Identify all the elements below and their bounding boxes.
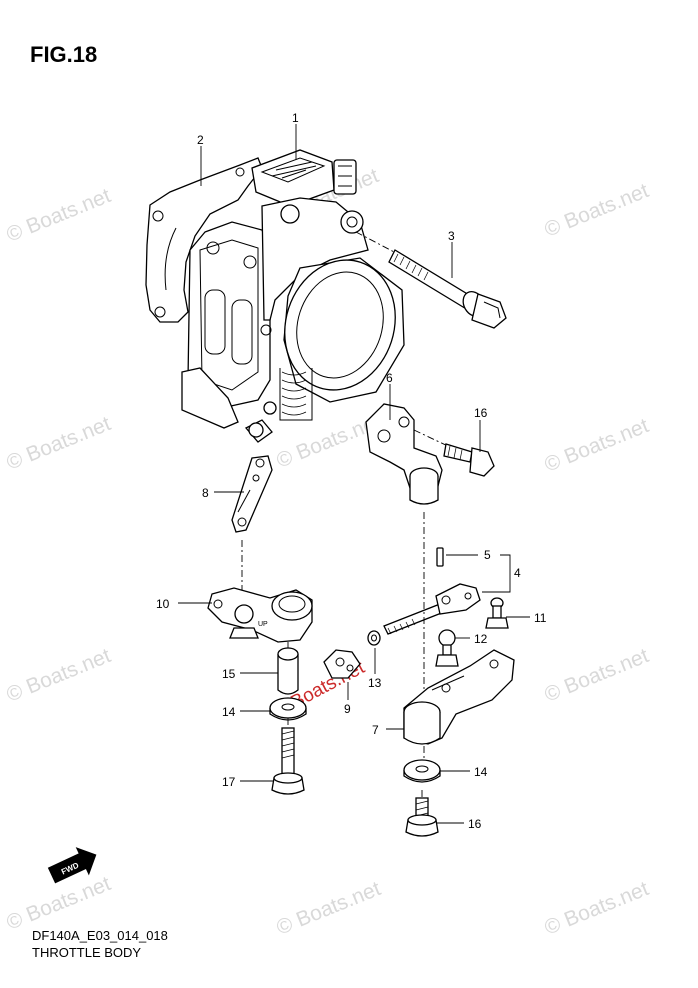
callout-13: 13 xyxy=(368,676,382,690)
callout-17: 17 xyxy=(222,775,236,789)
model-code: DF140A_E03_014_018 xyxy=(32,928,168,943)
callout-16-upper: 16 xyxy=(474,406,488,420)
watermark: © Boats.net xyxy=(541,877,652,940)
callout-4: 4 xyxy=(514,566,521,580)
part-6-bracket xyxy=(365,403,443,505)
watermark: © Boats.net xyxy=(273,410,384,473)
part-4-rod-assembly xyxy=(383,583,481,635)
callout-labels: 1 2 3 4 5 6 7 8 9 10 11 12 13 14 14 15 1… xyxy=(156,111,547,831)
fwd-arrow-icon: FWD xyxy=(47,847,97,884)
watermark: © Boats.net xyxy=(3,644,114,707)
part-1-throttle-body xyxy=(181,149,405,443)
callout-1: 1 xyxy=(292,111,299,125)
callout-16-lower: 16 xyxy=(468,817,482,831)
callout-5: 5 xyxy=(484,548,491,562)
callout-3: 3 xyxy=(448,229,455,243)
part-5-pin xyxy=(436,547,444,567)
watermark: © Boats.net xyxy=(3,412,114,475)
watermark: © Boats.net xyxy=(541,179,652,242)
callout-8: 8 xyxy=(202,486,209,500)
callout-15: 15 xyxy=(222,667,236,681)
part-3-bolt xyxy=(355,231,507,329)
part-9-clip xyxy=(323,649,361,679)
callout-12: 12 xyxy=(474,632,488,646)
callout-2: 2 xyxy=(197,133,204,147)
callout-9: 9 xyxy=(344,702,351,716)
callout-11: 11 xyxy=(534,611,547,625)
lever-mark: UP xyxy=(258,621,268,628)
callout-14-left: 14 xyxy=(222,705,236,719)
part-10-throttle-lever: UP xyxy=(207,540,313,643)
watermark: © Boats.net xyxy=(3,184,114,247)
part-11-ball-stud xyxy=(485,597,509,629)
watermark: © Boats.net xyxy=(273,877,384,940)
watermark: © Boats.net xyxy=(541,644,652,707)
figure-title: FIG.18 xyxy=(30,42,98,67)
part-14-washer-left xyxy=(269,697,307,721)
assembly-name: THROTTLE BODY xyxy=(32,945,142,960)
part-17-bolt xyxy=(271,718,305,795)
leader-lines xyxy=(178,124,530,824)
part-16-bolt-upper xyxy=(413,429,495,477)
callout-7: 7 xyxy=(372,723,379,737)
callout-14-right: 14 xyxy=(474,765,488,779)
part-8-link-rod xyxy=(231,455,273,533)
part-7-lever xyxy=(403,649,515,745)
part-14-washer-right xyxy=(403,759,441,783)
part-12-ball-stud xyxy=(435,629,459,667)
callout-10: 10 xyxy=(156,597,170,611)
part-13-nut xyxy=(367,630,381,646)
part-2-gasket xyxy=(145,157,263,323)
part-16-bolt-lower xyxy=(405,797,439,837)
watermark: © Boats.net xyxy=(541,414,652,477)
callout-6: 6 xyxy=(386,371,393,385)
part-15-collar xyxy=(277,642,299,695)
